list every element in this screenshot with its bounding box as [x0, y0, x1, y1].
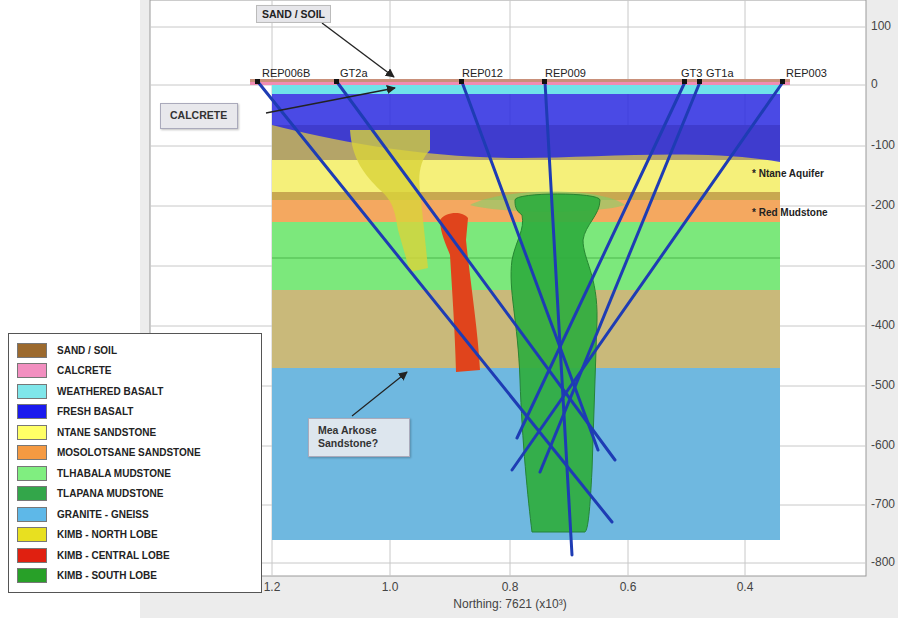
- legend-text: KIMB - SOUTH LOBE: [57, 570, 157, 581]
- axis-tick: 100: [871, 20, 891, 34]
- drill-hole-name: REP003: [786, 67, 827, 80]
- drill-holes: [258, 82, 783, 555]
- legend-row: FRESH BASALT: [17, 402, 253, 423]
- legend-row: GRANITE - GNEISS: [17, 504, 253, 525]
- legend: SAND / SOIL CALCRETE WEATHERED BASALT FRESH…: [8, 333, 262, 593]
- legend-swatch: [17, 568, 47, 583]
- axis-tick: -500: [871, 379, 895, 393]
- legend-swatch: [17, 384, 47, 399]
- axis-tick: 0.4: [737, 581, 754, 595]
- strata: [250, 79, 790, 540]
- drill-hole-name: GT1a: [706, 67, 734, 80]
- legend-text: GRANITE - GNEISS: [57, 509, 149, 520]
- axis-title: Northing: 7621 (x10³): [453, 598, 566, 612]
- legend-row: TLAPANA MUDSTONE: [17, 484, 253, 505]
- legend-text: SAND / SOIL: [57, 345, 117, 356]
- legend-text: MOSOLOTSANE SANDSTONE: [57, 447, 201, 458]
- axis-tick: -100: [871, 139, 895, 153]
- legend-swatch: [17, 445, 47, 460]
- callout-box: CALCRETE: [160, 103, 238, 129]
- axis-tick: 0.8: [502, 581, 519, 595]
- legend-row: KIMB - CENTRAL LOBE: [17, 545, 253, 566]
- legend-row: CALCRETE: [17, 361, 253, 382]
- drill-hole-name: REP006B: [262, 67, 310, 80]
- legend-text: KIMB - NORTH LOBE: [57, 529, 158, 540]
- layer-note: * Red Mudstone: [752, 207, 828, 219]
- drill-hole-name: GT2a: [340, 67, 368, 80]
- axis-tick: 1.2: [264, 581, 281, 595]
- axis-tick: -200: [871, 199, 895, 213]
- legend-row: KIMB - NORTH LOBE: [17, 525, 253, 546]
- legend-swatch: [17, 507, 47, 522]
- legend-swatch: [17, 527, 47, 542]
- legend-swatch: [17, 466, 47, 481]
- layer-note: * Ntane Aquifer: [752, 168, 824, 180]
- legend-swatch: [17, 425, 47, 440]
- legend-row: NTANE SANDSTONE: [17, 422, 253, 443]
- legend-row: WEATHERED BASALT: [17, 381, 253, 402]
- collar-marks: [255, 79, 785, 84]
- axis-tick: -700: [871, 498, 895, 512]
- legend-swatch: [17, 486, 47, 501]
- legend-text: KIMB - CENTRAL LOBE: [57, 550, 170, 561]
- legend-text: TLHABALA MUDSTONE: [57, 468, 171, 479]
- legend-swatch: [17, 548, 47, 563]
- legend-row: MOSOLOTSANE SANDSTONE: [17, 443, 253, 464]
- callout-label: SAND / SOIL: [256, 5, 331, 23]
- callout-box: Mea Arkose Sandstone?: [308, 418, 410, 457]
- drill-hole-name: GT3: [681, 67, 702, 80]
- axis-tick: -800: [871, 556, 895, 570]
- legend-text: FRESH BASALT: [57, 406, 133, 417]
- legend-swatch: [17, 404, 47, 419]
- drill-hole-name: REP012: [462, 67, 503, 80]
- legend-swatch: [17, 363, 47, 378]
- axis-tick: 0: [871, 78, 878, 92]
- drill-hole-name: REP009: [545, 67, 586, 80]
- axis-tick: 1.0: [382, 581, 399, 595]
- leader-lines: [266, 23, 407, 416]
- axis-tick: 0.6: [620, 581, 637, 595]
- callout-text: Mea Arkose Sandstone?: [318, 424, 400, 450]
- callout-text: CALCRETE: [170, 109, 227, 122]
- legend-text: NTANE SANDSTONE: [57, 427, 156, 438]
- axis-tick: -400: [871, 319, 895, 333]
- legend-swatch: [17, 343, 47, 358]
- axis-tick: -300: [871, 259, 895, 273]
- legend-row: TLHABALA MUDSTONE: [17, 463, 253, 484]
- legend-row: KIMB - SOUTH LOBE: [17, 566, 253, 587]
- legend-text: WEATHERED BASALT: [57, 386, 163, 397]
- legend-row: SAND / SOIL: [17, 340, 253, 361]
- legend-text: TLAPANA MUDSTONE: [57, 488, 163, 499]
- axis-tick: -600: [871, 439, 895, 453]
- legend-text: CALCRETE: [57, 365, 111, 376]
